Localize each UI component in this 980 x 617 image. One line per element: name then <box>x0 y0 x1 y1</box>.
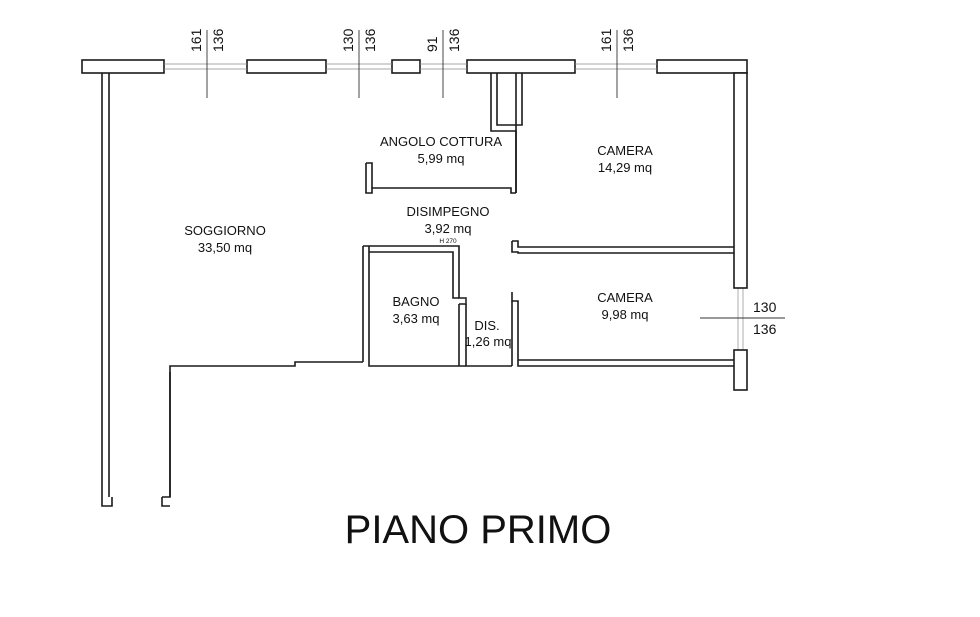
camera-1-area: 14,29 mq <box>598 160 652 175</box>
window-2-height: 136 <box>362 28 378 52</box>
dis-name: DIS. <box>474 318 499 333</box>
angolo-cottura-name: ANGOLO COTTURA <box>380 134 502 149</box>
camera-2-area: 9,98 mq <box>602 307 649 322</box>
soggiorno-area: 33,50 mq <box>198 240 252 255</box>
bathroom-walls <box>362 245 512 367</box>
window-markers <box>206 30 785 319</box>
window-1-width: 161 <box>188 28 204 52</box>
camera-1-name: CAMERA <box>597 143 653 158</box>
soggiorno-name: SOGGIORNO <box>184 223 266 238</box>
room-labels: ANGOLO COTTURA 5,99 mq CAMERA 14,29 mq D… <box>184 134 653 349</box>
angolo-cottura-area: 5,99 mq <box>418 151 465 166</box>
window-1-height: 136 <box>210 28 226 52</box>
top-wall <box>81 59 748 74</box>
disimpegno-name: DISIMPEGNO <box>406 204 489 219</box>
bagno-name: BAGNO <box>393 294 440 309</box>
soggiorno-walls <box>101 73 363 507</box>
window-glazing <box>164 63 744 350</box>
right-wall <box>733 72 748 391</box>
window-3-height: 136 <box>446 28 462 52</box>
kitchen-walls <box>365 73 523 194</box>
window-labels: 161 136 130 136 91 136 161 136 130 136 <box>188 28 777 337</box>
floor-title: PIANO PRIMO <box>345 508 612 552</box>
camera-2-name: CAMERA <box>597 290 653 305</box>
disimpegno-area: 3,92 mq <box>425 221 472 236</box>
window-4-width: 161 <box>598 28 614 52</box>
window-5-width: 130 <box>753 299 777 315</box>
window-5-height: 136 <box>753 321 777 337</box>
bedroom-partitions <box>511 73 734 367</box>
disimpegno-height: H 270 <box>439 238 457 245</box>
window-4-height: 136 <box>620 28 636 52</box>
window-2-width: 130 <box>340 28 356 52</box>
bagno-area: 3,63 mq <box>393 311 440 326</box>
dis-area: 1,26 mq <box>465 334 512 349</box>
window-3-width: 91 <box>424 36 440 52</box>
